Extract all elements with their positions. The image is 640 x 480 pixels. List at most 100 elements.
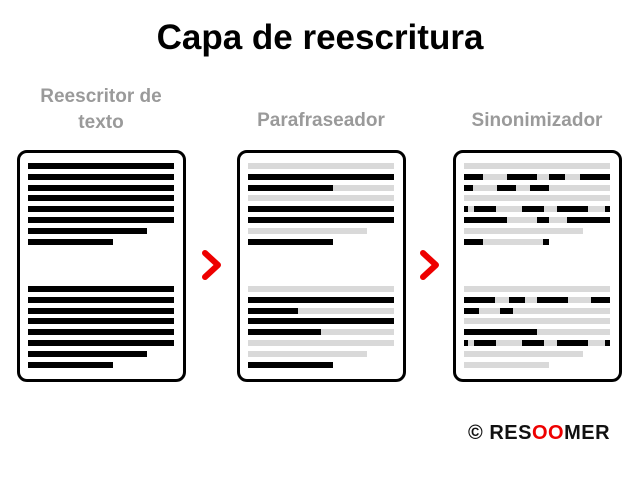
document-paraphraser — [237, 150, 406, 382]
text-line-bar — [248, 217, 394, 223]
muted-line-bar — [464, 195, 610, 202]
text-line-bar — [500, 307, 513, 314]
chevron-right-icon — [420, 250, 439, 280]
stage-label-synonymizer: Sinonimizador — [471, 110, 603, 131]
muted-line-bar — [588, 206, 605, 213]
muted-line-bar — [248, 195, 394, 202]
muted-line-bar — [483, 173, 507, 180]
muted-line-bar — [525, 296, 537, 303]
text-line-bar — [28, 340, 174, 346]
muted-line-bar — [507, 217, 537, 223]
text-line-bar — [28, 184, 174, 191]
muted-line-bar — [248, 227, 367, 234]
text-line-bar — [28, 217, 174, 223]
text-line-bar — [28, 227, 147, 234]
text-line-bar — [28, 361, 113, 368]
text-line-bar — [549, 173, 565, 180]
text-line-bar — [464, 296, 495, 303]
text-line-bar — [605, 206, 610, 213]
text-line-bar — [464, 329, 537, 336]
text-line-bar — [522, 340, 544, 346]
muted-line-bar — [333, 184, 394, 191]
text-line-bar — [28, 307, 174, 314]
text-line-bar — [464, 340, 468, 346]
text-line-bar — [591, 296, 610, 303]
muted-line-bar — [464, 286, 610, 292]
muted-line-bar — [496, 206, 522, 213]
text-line-bar — [537, 217, 549, 223]
text-line-bar — [464, 238, 483, 245]
muted-line-bar — [248, 340, 394, 346]
logo-part: RES — [489, 422, 532, 444]
muted-line-bar — [588, 340, 605, 346]
text-line-bar — [557, 206, 588, 213]
text-line-bar — [605, 340, 610, 346]
muted-line-bar — [464, 227, 583, 234]
text-line-bar — [28, 163, 174, 169]
muted-line-bar — [549, 217, 567, 223]
text-line-bar — [567, 217, 610, 223]
stage-label-paraphraser: Parafraseador — [257, 110, 385, 131]
copyright-symbol: © — [468, 422, 484, 444]
muted-line-bar — [464, 318, 610, 325]
text-line-bar — [474, 206, 496, 213]
muted-line-bar — [473, 184, 497, 191]
muted-line-bar — [479, 307, 500, 314]
muted-line-bar — [468, 340, 474, 346]
text-line-bar — [474, 340, 496, 346]
text-line-bar — [497, 184, 516, 191]
text-line-bar — [28, 296, 174, 303]
muted-line-bar — [568, 296, 591, 303]
muted-line-bar — [321, 329, 394, 336]
text-line-bar — [248, 206, 394, 213]
logo-part: MER — [564, 422, 611, 444]
resoomer-logo: © RESOOMER — [468, 422, 610, 445]
text-line-bar — [507, 173, 537, 180]
muted-line-bar — [248, 286, 394, 292]
text-line-bar — [248, 361, 333, 368]
muted-line-bar — [537, 329, 610, 336]
text-line-bar — [28, 206, 174, 213]
chevron-right-icon — [202, 250, 221, 280]
text-line-bar — [248, 296, 394, 303]
text-line-bar — [464, 217, 507, 223]
muted-line-bar — [464, 163, 610, 169]
stage-label-rewriter: Reescritor de texto — [40, 86, 162, 133]
muted-line-bar — [549, 184, 610, 191]
muted-line-bar — [537, 173, 549, 180]
text-line-bar — [28, 173, 174, 180]
text-line-bar — [248, 238, 333, 245]
muted-line-bar — [464, 350, 583, 357]
page-title: Capa de reescritura — [156, 18, 484, 57]
text-line-bar — [28, 329, 174, 336]
text-line-bar — [537, 296, 568, 303]
muted-line-bar — [483, 238, 543, 245]
muted-line-bar — [516, 184, 530, 191]
text-line-bar — [248, 329, 321, 336]
text-line-bar — [557, 340, 588, 346]
muted-line-bar — [544, 340, 557, 346]
text-line-bar — [522, 206, 544, 213]
text-line-bar — [509, 296, 525, 303]
muted-line-bar — [248, 163, 394, 169]
text-line-bar — [28, 350, 147, 357]
document-rewriter — [17, 150, 186, 382]
text-line-bar — [28, 318, 174, 325]
muted-line-bar — [513, 307, 610, 314]
text-line-bar — [248, 318, 394, 325]
document-synonymizer — [453, 150, 622, 382]
text-line-bar — [248, 184, 333, 191]
muted-line-bar — [496, 340, 522, 346]
text-line-bar — [248, 307, 298, 314]
logo-part-red: OO — [531, 422, 565, 444]
text-line-bar — [543, 238, 549, 245]
text-line-bar — [464, 206, 468, 213]
text-line-bar — [464, 173, 483, 180]
muted-line-bar — [468, 206, 474, 213]
text-line-bar — [530, 184, 549, 191]
muted-line-bar — [565, 173, 580, 180]
muted-line-bar — [464, 361, 549, 368]
text-line-bar — [248, 173, 394, 180]
muted-line-bar — [495, 296, 509, 303]
muted-line-bar — [298, 307, 394, 314]
